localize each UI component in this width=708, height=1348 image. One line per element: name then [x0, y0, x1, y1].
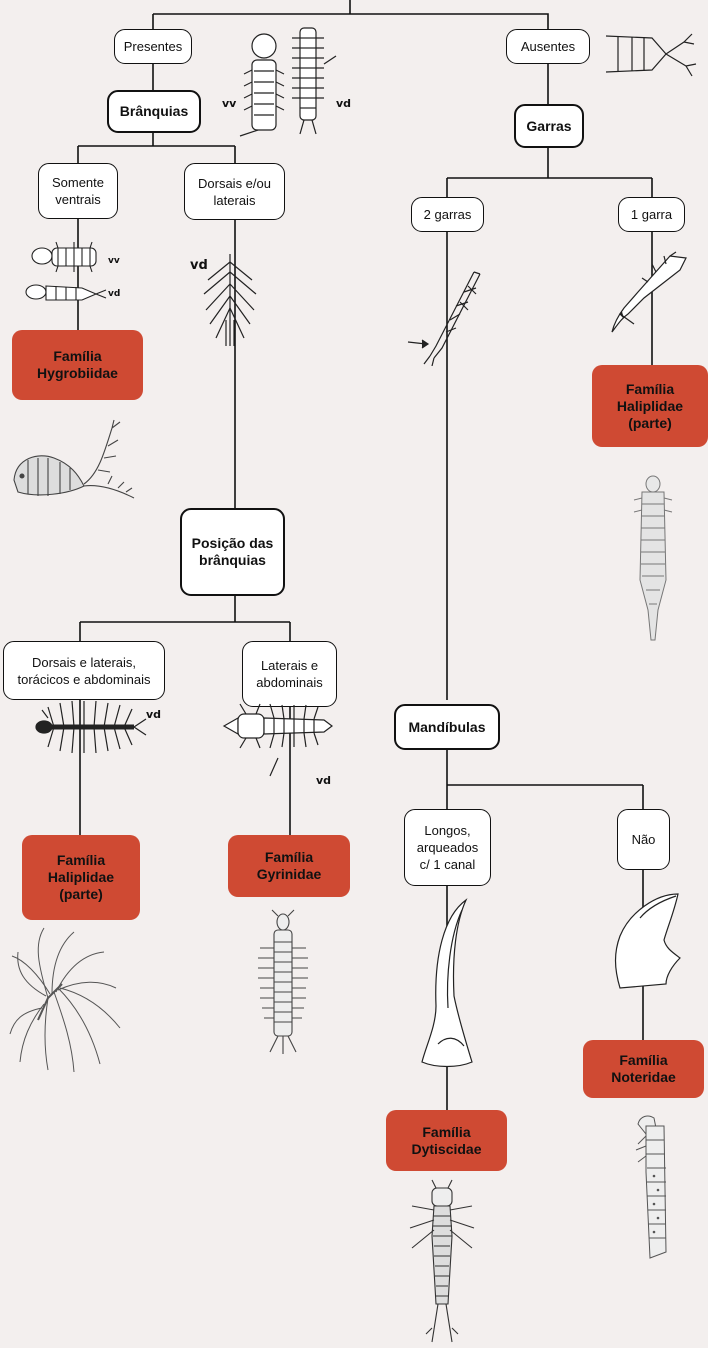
tarsus-two-claws-illustration	[404, 266, 496, 366]
family-haliplidae-left: Família Haliplidae (parte)	[22, 835, 140, 920]
label-vd-top: vd	[336, 97, 351, 110]
node-presentes: Presentes	[114, 29, 192, 64]
node-branquias: Brânquias	[107, 90, 201, 133]
node-dorsais-laterais: Dorsais e/ou laterais	[184, 163, 285, 220]
label-vd-ventrais: vd	[108, 289, 120, 299]
dorsais-laterais-larva-illustration	[200, 250, 260, 350]
label-vv-ventrais: vv	[108, 256, 120, 266]
node-dorsais-toracicos: Dorsais e laterais, torácicos e abdomina…	[3, 641, 165, 700]
label-vd-toracicos: vd	[146, 708, 161, 721]
larva-abdomen-tail-illustration	[604, 30, 704, 78]
somente-ventrais-larva-illustration	[22, 236, 108, 312]
node-mandibulas: Mandíbulas	[394, 704, 500, 750]
larva-ventral-dorsal-top-illustration	[238, 26, 338, 138]
mandible-long-arched-illustration	[416, 896, 476, 1072]
hygrobiidae-larva-illustration	[8, 418, 138, 508]
gyrinidae-larva-illustration	[252, 908, 314, 1056]
dorsais-toracicos-larva-illustration	[30, 696, 148, 758]
node-posicao-branquias: Posição das brânquias	[180, 508, 285, 596]
family-noteridae: Família Noteridae	[583, 1040, 704, 1098]
haliplidae-larva-long-legs-illustration	[8, 924, 132, 1076]
family-haliplidae-right: Família Haliplidae (parte)	[592, 365, 708, 447]
noteridae-larva-illustration	[626, 1112, 678, 1262]
dytiscidae-larva-illustration	[402, 1178, 482, 1344]
node-2-garras: 2 garras	[411, 197, 484, 232]
family-gyrinidae: Família Gyrinidae	[228, 835, 350, 897]
laterais-abdominais-larva-illustration	[218, 696, 336, 784]
tarsus-one-claw-illustration	[600, 250, 692, 336]
haliplidae-larva-elongate-illustration	[628, 470, 678, 642]
mandible-short-illustration	[610, 892, 686, 992]
node-1-garra: 1 garra	[618, 197, 685, 232]
family-dytiscidae: Família Dytiscidae	[386, 1110, 507, 1171]
node-nao: Não	[617, 809, 670, 870]
family-hygrobiidae: Família Hygrobiidae	[12, 330, 143, 400]
node-ausentes: Ausentes	[506, 29, 590, 64]
node-garras: Garras	[514, 104, 584, 148]
node-somente-ventrais: Somente ventrais	[38, 163, 118, 219]
node-longos-arqueados: Longos, arqueados c/ 1 canal	[404, 809, 491, 886]
label-vv-top: vv	[222, 97, 236, 110]
